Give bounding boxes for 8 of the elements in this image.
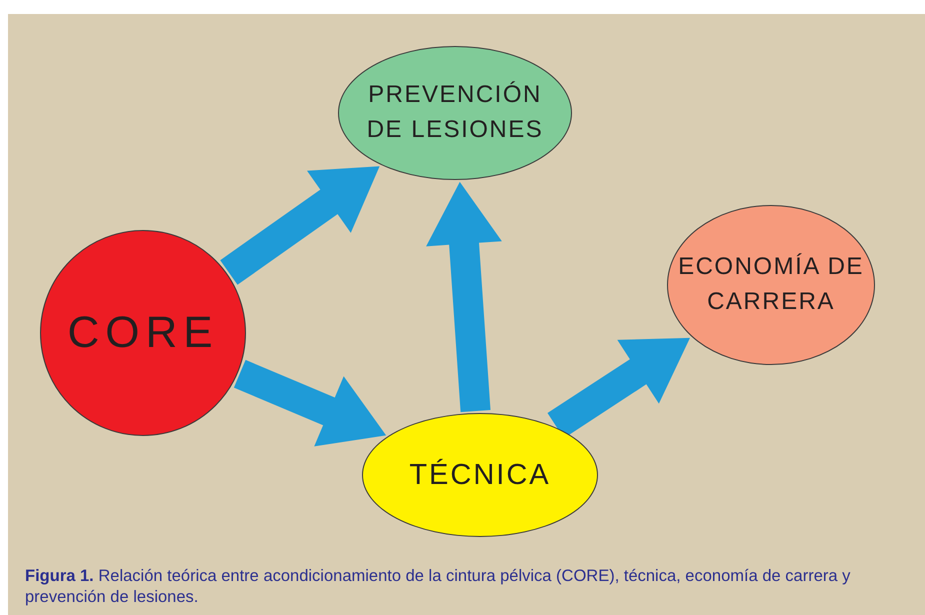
block-arrow [426,182,502,412]
node-label: TÉCNICA [409,458,551,493]
figure-caption: Figura 1. Relación teórica entre acondicionamiento de la cintura pélvica (CORE), técnica, economía de carrera y prevención de lesiones. [25,566,852,608]
node-label: CORE [67,307,219,360]
block-arrow [234,360,386,446]
node-label: ECONOMÍA DE CARRERA [677,252,865,317]
block-arrow [220,166,380,285]
node-label: PREVENCIÓN DE LESIONES [366,80,544,145]
